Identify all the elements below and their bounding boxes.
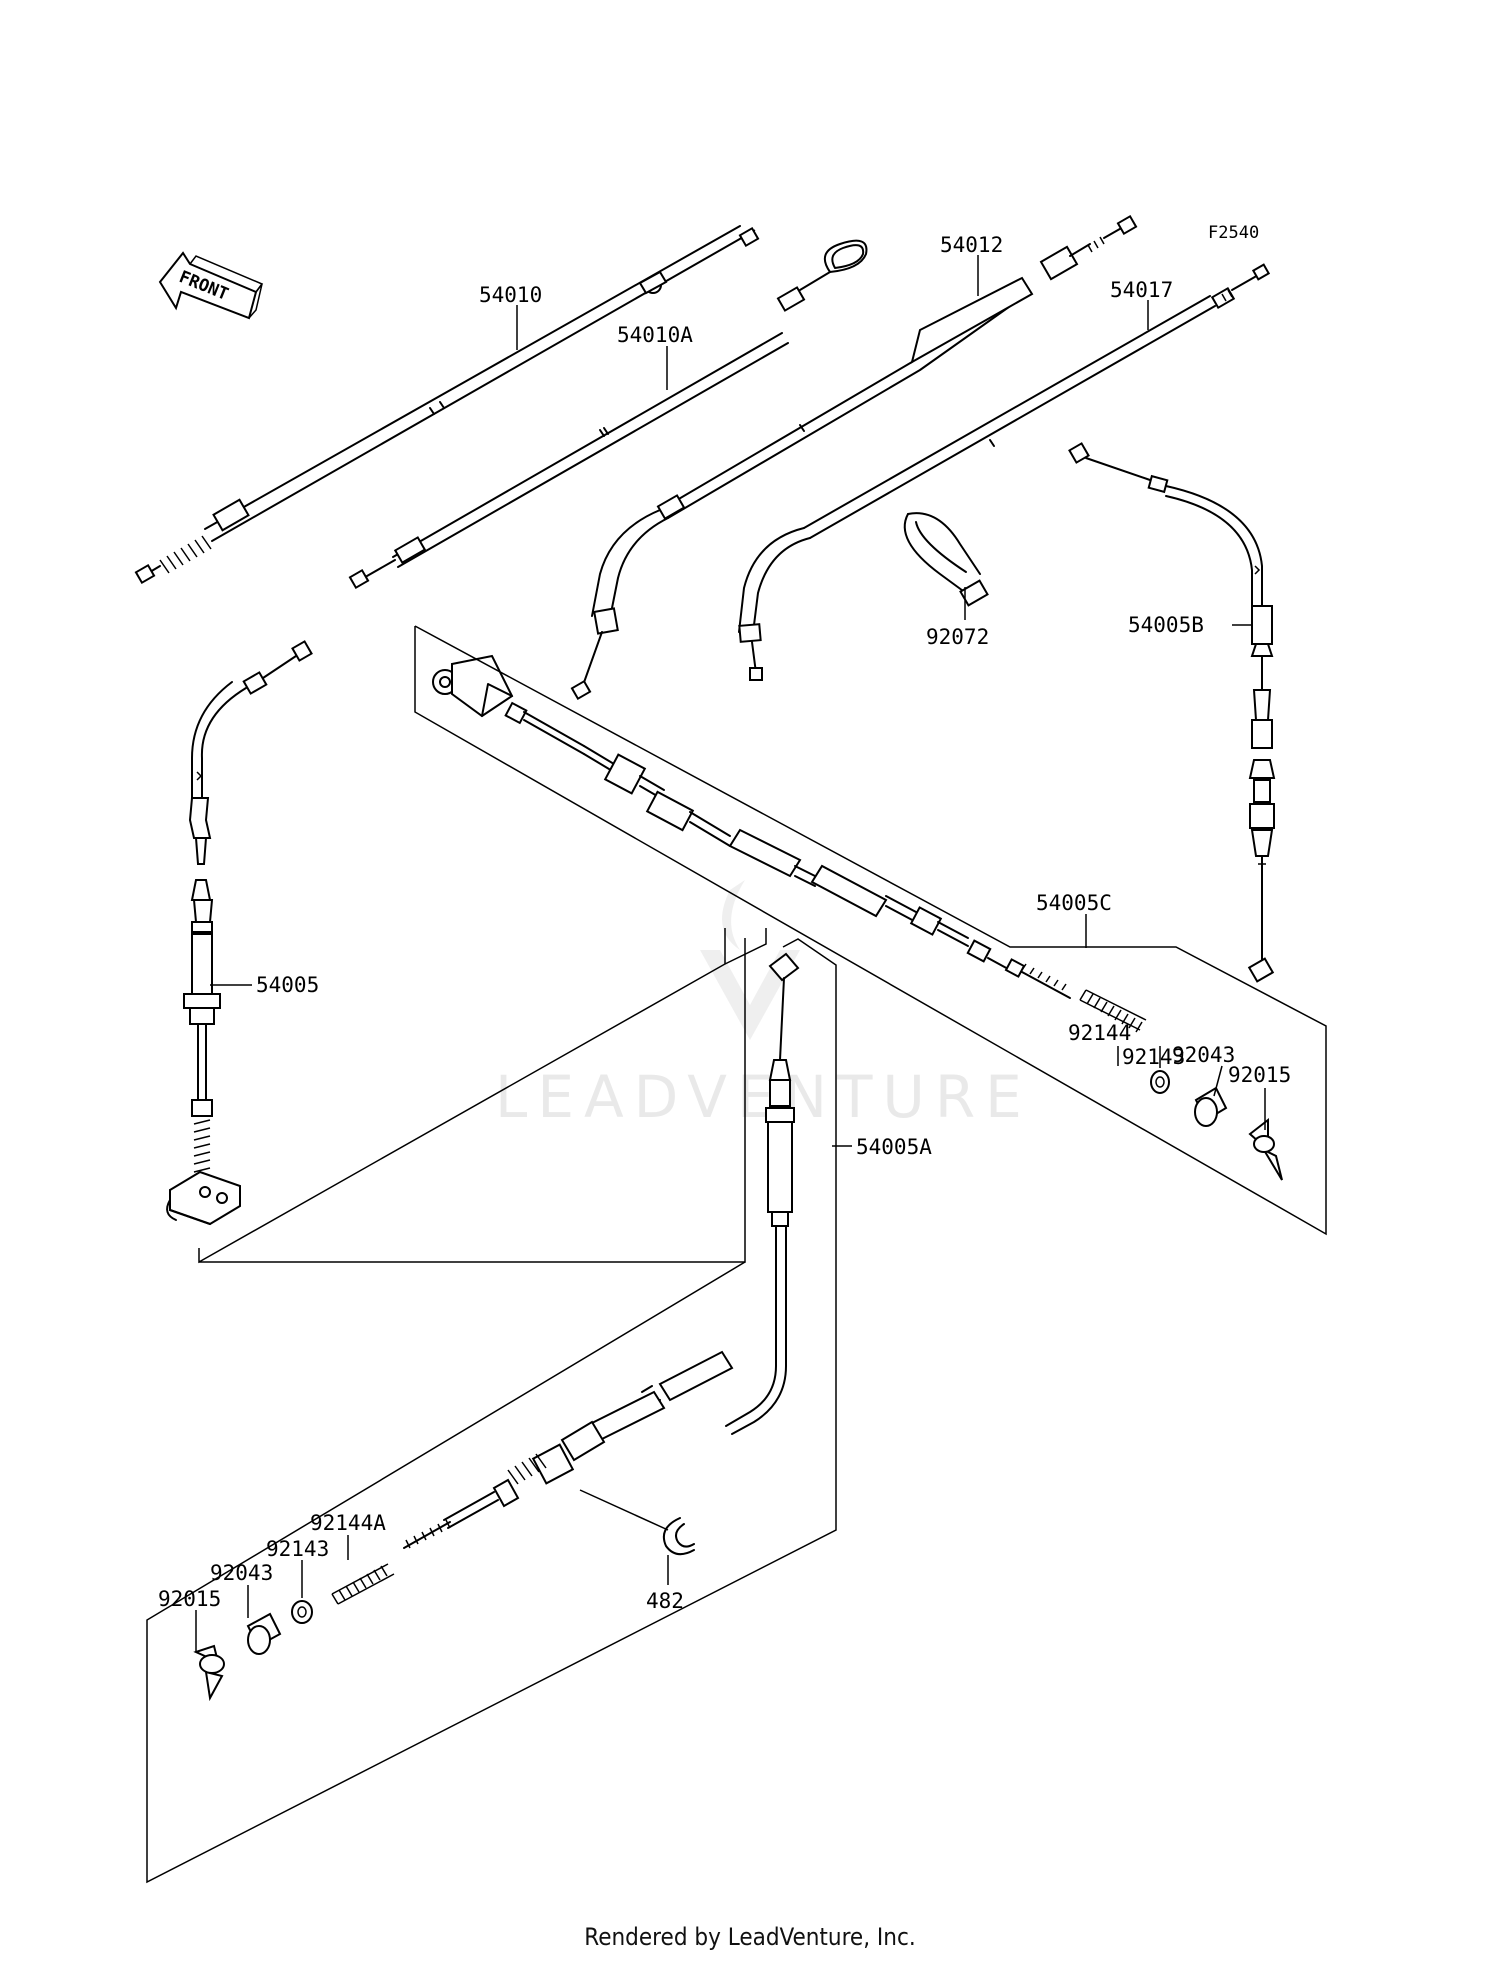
part-label-92043-upper: 92043 bbox=[1172, 1043, 1235, 1067]
part-label-92144A: 92144A bbox=[310, 1511, 386, 1535]
watermark-text: LEADVENTURE bbox=[495, 1063, 1032, 1131]
assembly-outline-54005A bbox=[146, 938, 837, 1884]
part-label-92043-lower: 92043 bbox=[210, 1561, 273, 1585]
spring-92144 bbox=[1079, 989, 1147, 1033]
part-label-54005B: 54005B bbox=[1128, 613, 1204, 637]
nut-92143-lower bbox=[291, 1600, 313, 1624]
part-label-54010A: 54010A bbox=[617, 323, 693, 347]
part-label-92143-lower: 92143 bbox=[266, 1537, 329, 1561]
part-label-54010: 54010 bbox=[479, 283, 542, 307]
part-label-54005A: 54005A bbox=[856, 1135, 932, 1159]
part-label-54017: 54017 bbox=[1110, 278, 1173, 302]
pin-92043-lower bbox=[246, 1612, 282, 1655]
part-label-92015-lower: 92015 bbox=[158, 1587, 221, 1611]
cable-54010 bbox=[134, 225, 760, 585]
part-label-54012: 54012 bbox=[940, 233, 1003, 257]
assembly-outline-54005C bbox=[414, 625, 1327, 1236]
spring-92144A bbox=[331, 1563, 395, 1605]
e-clip-482 bbox=[662, 1517, 695, 1556]
diagram-code: F2540 bbox=[1208, 223, 1259, 243]
cable-54010A bbox=[348, 239, 868, 590]
part-label-92015-upper: 92015 bbox=[1228, 1063, 1291, 1087]
wing-nut-92015-lower bbox=[193, 1644, 225, 1702]
part-label-92143-upper: 92143 bbox=[1122, 1045, 1185, 1069]
cable-54017 bbox=[738, 263, 1271, 681]
cable-54005 bbox=[166, 640, 313, 1226]
cable-54012 bbox=[570, 214, 1138, 701]
cable-54005A bbox=[403, 952, 800, 1549]
part-label-54005C: 54005C bbox=[1036, 891, 1112, 915]
front-arrow-icon: FRONT bbox=[158, 251, 264, 320]
footer-credit: Rendered by LeadVenture, Inc. bbox=[584, 1923, 916, 1951]
cable-54005B bbox=[1068, 442, 1276, 983]
band-92072 bbox=[903, 512, 989, 607]
part-label-92144: 92144 bbox=[1068, 1021, 1131, 1045]
nut-92143-upper bbox=[1150, 1070, 1170, 1094]
wing-nut-92015-upper bbox=[1248, 1117, 1283, 1181]
part-label-92072: 92072 bbox=[926, 625, 989, 649]
pin-92043-upper bbox=[1194, 1086, 1228, 1127]
part-label-54005: 54005 bbox=[256, 973, 319, 997]
cable-54005C bbox=[432, 654, 1071, 999]
part-label-482: 482 bbox=[646, 1589, 684, 1613]
leader-lines bbox=[195, 255, 1266, 1652]
